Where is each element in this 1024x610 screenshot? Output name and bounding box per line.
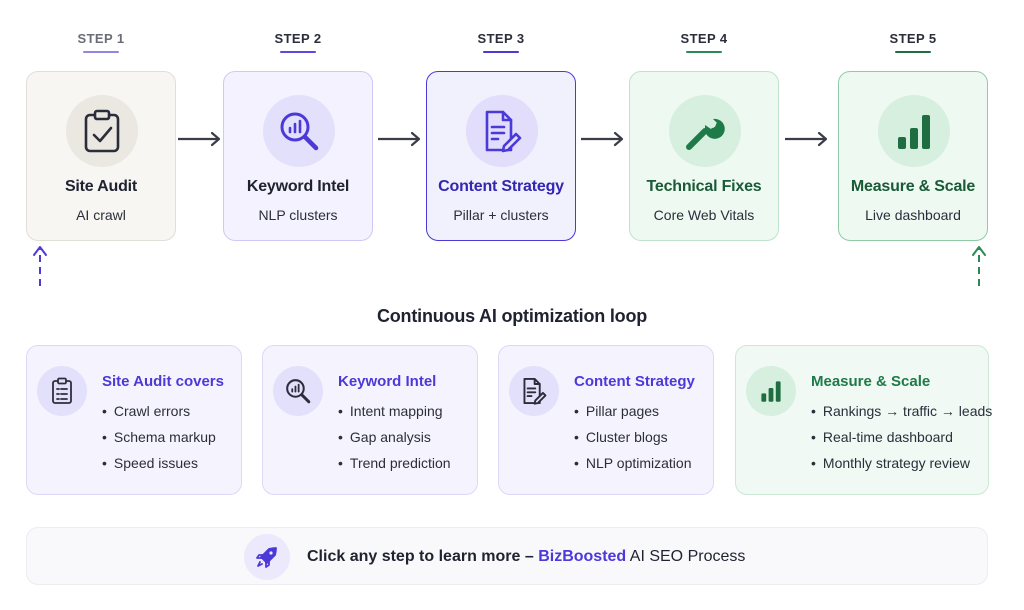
clipboard-list-icon (37, 366, 87, 416)
learn-more-banner[interactable]: Click any step to learn more – BizBooste… (26, 527, 988, 585)
step-1-title: Site Audit (64, 178, 138, 195)
detail-list-content-strategy: Pillar pages Cluster blogs NLP optimizat… (574, 403, 692, 481)
list-item: Trend prediction (338, 455, 451, 481)
step-2-underline (280, 51, 316, 53)
step-3-subtitle: Pillar + clusters (453, 207, 549, 223)
detail-title-measure-scale: Measure & Scale (811, 373, 931, 390)
detail-card-site-audit: Site Audit covers Crawl errors Schema ma… (26, 345, 242, 495)
arrow-2-to-3 (378, 131, 421, 147)
detail-title-content-strategy: Content Strategy (574, 373, 695, 390)
detail-card-content-strategy: Content Strategy Pillar pages Cluster bl… (498, 345, 714, 495)
step-5-subtitle: Live dashboard (865, 207, 961, 223)
banner-suffix: AI SEO Process (626, 548, 746, 565)
detail-title-keyword-intel: Keyword Intel (338, 373, 437, 390)
detail-title-site-audit: Site Audit covers (102, 373, 224, 390)
list-item: Cluster blogs (574, 429, 691, 455)
magnifier-chart-icon (263, 95, 335, 167)
detail-list-measure-scale: Rankings → traffic → leads Real-time das… (811, 403, 992, 481)
bar-chart-icon (878, 95, 950, 167)
detail-card-measure-scale: Measure & Scale Rankings → traffic → lea… (735, 345, 992, 495)
list-item: Schema markup (102, 429, 216, 455)
step-2-card[interactable]: Keyword Intel NLP clusters (223, 71, 373, 241)
arrow-3-to-4 (581, 131, 624, 147)
detail-list-site-audit: Crawl errors Schema markup Speed issues (102, 403, 216, 481)
list-item: Gap analysis (338, 429, 451, 455)
clipboard-check-icon (66, 95, 138, 167)
loop-title: Continuous AI optimization loop (376, 306, 648, 326)
document-pen-icon (509, 366, 559, 416)
optimization-loop-connector (33, 246, 986, 287)
document-pen-icon (466, 95, 538, 167)
banner-text: Click any step to learn more – BizBooste… (307, 548, 745, 566)
step-4-underline (686, 51, 722, 53)
step-5-card[interactable]: Measure & Scale Live dashboard (838, 71, 988, 241)
step-5-title: Measure & Scale (850, 178, 976, 195)
step-3-title: Content Strategy (438, 178, 564, 195)
list-item: Intent mapping (338, 403, 451, 429)
step-1-underline (83, 51, 119, 53)
list-item: Rankings → traffic → leads (811, 403, 992, 429)
step-2-title: Keyword Intel (246, 178, 350, 195)
banner-prefix: Click any step to learn more – (307, 548, 539, 565)
step-3-underline (483, 51, 519, 53)
step-3-label: STEP 3 (477, 31, 525, 46)
rocket-icon (244, 534, 290, 580)
step-2-subtitle: NLP clusters (258, 207, 338, 223)
step-4-label: STEP 4 (680, 31, 728, 46)
step-1-label: STEP 1 (77, 31, 125, 46)
list-item: Speed issues (102, 455, 216, 481)
detail-list-keyword-intel: Intent mapping Gap analysis Trend predic… (338, 403, 451, 481)
list-item: Pillar pages (574, 403, 691, 429)
brand-name: BizBoosted (538, 548, 627, 565)
arrow-1-to-2 (178, 131, 221, 147)
step-3-card[interactable]: Content Strategy Pillar + clusters (426, 71, 576, 241)
list-item: Crawl errors (102, 403, 216, 429)
arrow-4-to-5 (785, 131, 828, 147)
step-5-label: STEP 5 (889, 31, 937, 46)
list-item: Monthly strategy review (811, 455, 992, 481)
wrench-icon (669, 95, 741, 167)
step-1-card[interactable]: Site Audit AI crawl (26, 71, 176, 241)
step-1-subtitle: AI crawl (76, 207, 126, 223)
step-4-card[interactable]: Technical Fixes Core Web Vitals (629, 71, 779, 241)
step-2-label: STEP 2 (274, 31, 322, 46)
detail-card-keyword-intel: Keyword Intel Intent mapping Gap analysi… (262, 345, 478, 495)
step-5-underline (895, 51, 931, 53)
magnifier-chart-icon (273, 366, 323, 416)
list-item: NLP optimization (574, 455, 692, 481)
bar-chart-icon (746, 366, 796, 416)
list-item: Real-time dashboard (811, 429, 992, 455)
step-4-subtitle: Core Web Vitals (653, 207, 755, 223)
step-4-title: Technical Fixes (646, 178, 762, 195)
